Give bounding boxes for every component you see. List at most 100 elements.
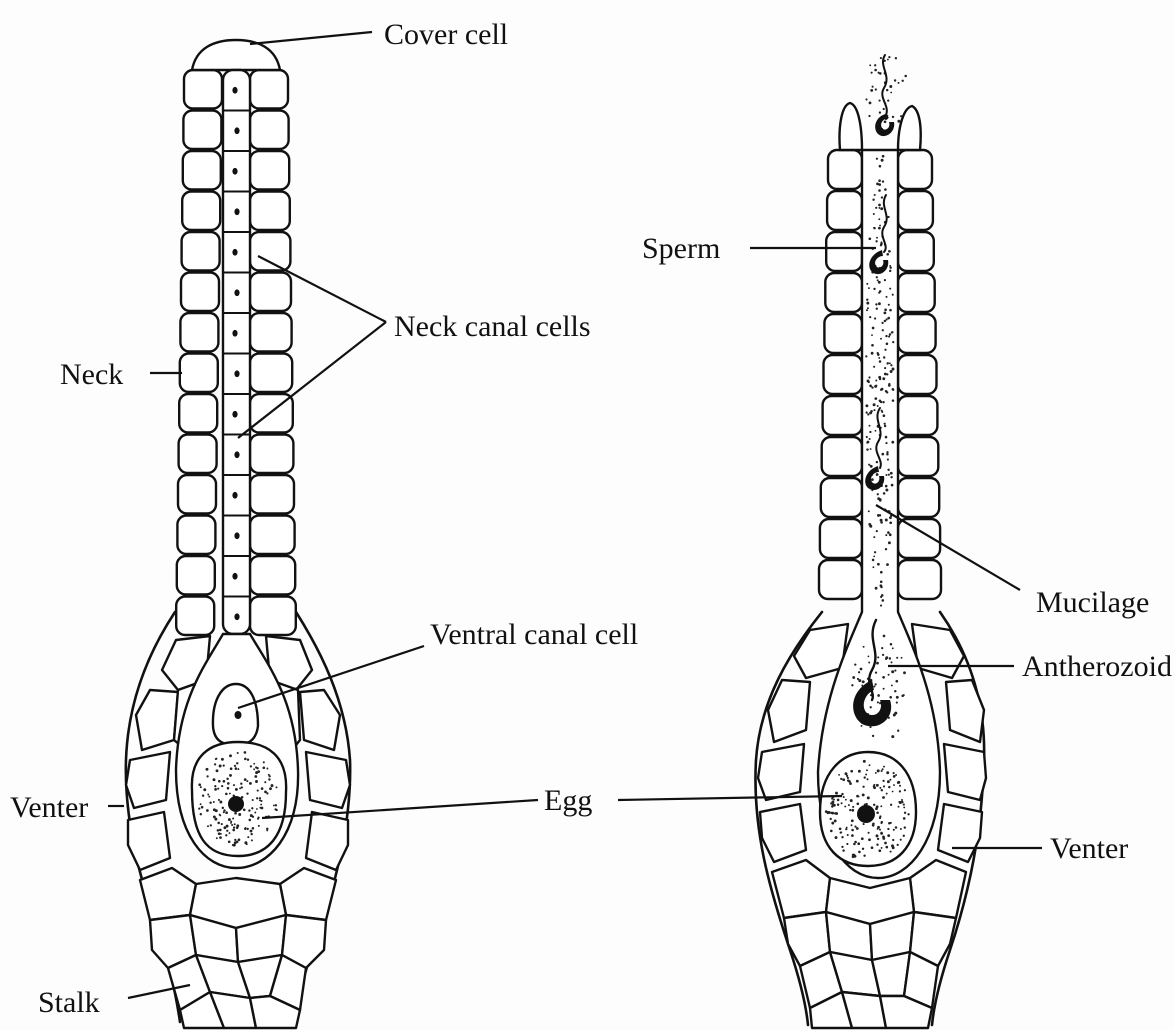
egg-stipple-dot — [207, 825, 209, 827]
neck-canal-nucleus — [232, 249, 237, 256]
mucilage-stipple-dot — [866, 309, 868, 311]
egg-stipple-dot — [261, 807, 264, 810]
venter-jacket-cell — [300, 690, 340, 750]
egg-stipple-dot — [223, 764, 225, 766]
right-egg-stipple-dot — [892, 791, 894, 793]
right-egg-stipple-dot — [863, 855, 865, 857]
leader-cover-cell — [250, 32, 372, 44]
right-egg-stipple-dot — [888, 786, 890, 788]
mucilage-stipple-dot — [869, 385, 872, 388]
right-egg-stipple-dot — [901, 801, 903, 803]
mucilage-stipple-dot — [892, 341, 894, 343]
neck-canal-nucleus — [232, 492, 237, 499]
right-egg-stipple-dot — [847, 834, 849, 836]
mucilage-stipple-dot — [881, 196, 883, 198]
egg-stipple-dot — [223, 780, 226, 783]
mucilage-stipple-dot — [886, 453, 889, 456]
right-egg-stipple-dot — [862, 848, 864, 850]
mucilage-stipple-dot — [878, 292, 880, 294]
neck-jacket-cell — [250, 151, 289, 190]
mucilage-stipple-dot — [885, 658, 887, 660]
mucilage-stipple-dot — [869, 425, 871, 427]
right-egg-stipple-dot — [868, 838, 871, 841]
mucilage-stipple-dot — [877, 701, 879, 703]
egg-stipple-dot — [230, 821, 232, 823]
egg-stipple-dot — [260, 804, 262, 806]
mucilage-stipple-dot — [884, 279, 886, 281]
egg-stipple-dot — [206, 768, 209, 771]
right-egg-stipple-dot — [838, 774, 840, 776]
egg-stipple-dot — [238, 838, 241, 841]
mucilage-stipple-dot — [876, 461, 878, 463]
egg-stipple-dot — [227, 787, 230, 790]
mucilage-stipple-dot — [877, 279, 879, 281]
right-egg-stipple-dot — [879, 829, 881, 831]
egg-stipple-dot — [226, 825, 229, 828]
mucilage-stipple-dot — [882, 401, 884, 403]
right-egg-stipple-dot — [849, 809, 851, 811]
right-egg-stipple-dot — [876, 843, 878, 845]
right-egg-stipple-dot — [841, 836, 843, 838]
mucilage-stipple-dot — [868, 523, 871, 526]
ventral-canal-nucleus — [235, 711, 242, 719]
mucilage-stipple-dot — [861, 725, 863, 727]
mucilage-stipple-dot — [876, 473, 879, 476]
right-egg-stipple-dot — [846, 843, 848, 845]
mucilage-stipple-dot — [888, 250, 891, 253]
egg-stipple-dot — [232, 817, 234, 819]
mucilage-stipple-dot — [876, 158, 878, 160]
mucilage-stipple-dot — [891, 484, 894, 487]
mucilage-stipple-dot — [882, 676, 885, 679]
mucilage-stipple-dot — [886, 253, 889, 256]
egg-stipple-dot — [216, 837, 218, 839]
mucilage-stipple-dot — [881, 410, 883, 412]
egg-stipple-dot — [253, 763, 255, 765]
right-egg-stipple-dot — [895, 774, 897, 776]
mucilage-stipple-dot — [885, 474, 887, 476]
egg-stipple-dot — [254, 775, 257, 778]
mucilage-stipple-dot — [892, 647, 894, 649]
neck-jacket-cell — [250, 313, 292, 352]
mucilage-stipple-dot — [889, 516, 892, 519]
mucilage-stipple-dot — [886, 318, 888, 320]
right-egg-stipple-dot — [834, 819, 837, 822]
mucilage-stipple-dot — [900, 115, 902, 117]
mucilage-stipple-dot — [889, 533, 892, 536]
neck-jacket-cell — [182, 192, 220, 231]
egg-stipple-dot — [226, 830, 228, 832]
right-egg-stipple-dot — [862, 793, 865, 796]
egg-stipple-dot — [247, 758, 249, 760]
mucilage-stipple-dot — [883, 108, 885, 110]
right-egg-stipple-dot — [830, 812, 832, 814]
egg-stipple-dot — [213, 801, 215, 803]
right-egg-stipple-dot — [884, 842, 887, 845]
mucilage-stipple-dot — [866, 299, 868, 301]
label-mucilage: Mucilage — [1036, 586, 1149, 619]
neck-jacket-cell — [250, 111, 289, 150]
mucilage-stipple-dot — [882, 654, 884, 656]
right-egg-stipple-dot — [876, 811, 879, 814]
mucilage-stipple-dot — [880, 401, 882, 403]
right-egg-stipple-dot — [883, 766, 885, 768]
egg-stipple-dot — [250, 814, 253, 817]
mucilage-stipple-dot — [868, 115, 870, 117]
left-archegonium — [126, 40, 350, 1028]
right-egg-stipple-dot — [882, 836, 885, 839]
mucilage-stipple-dot — [884, 425, 886, 427]
egg-stipple-dot — [210, 824, 212, 826]
neck-jacket-cell — [250, 516, 295, 555]
mucilage-stipple-dot — [881, 322, 883, 324]
neck-canal-nucleus — [232, 87, 237, 94]
mucilage-stipple-dot — [873, 288, 875, 290]
mucilage-stipple-dot — [865, 355, 867, 357]
right-neck-jacket-cell — [898, 191, 933, 230]
mucilage-stipple-dot — [872, 327, 875, 330]
mucilage-stipple-dot — [868, 376, 870, 378]
mucilage-stipple-dot — [863, 646, 865, 648]
neck-canal-nucleus — [232, 573, 237, 580]
mucilage-stipple-dot — [881, 599, 884, 602]
mucilage-stipple-dot — [877, 405, 879, 407]
right-egg-nucleus — [857, 805, 875, 823]
right-egg-stipple-dot — [880, 805, 882, 807]
right-egg-stipple-dot — [880, 832, 882, 834]
